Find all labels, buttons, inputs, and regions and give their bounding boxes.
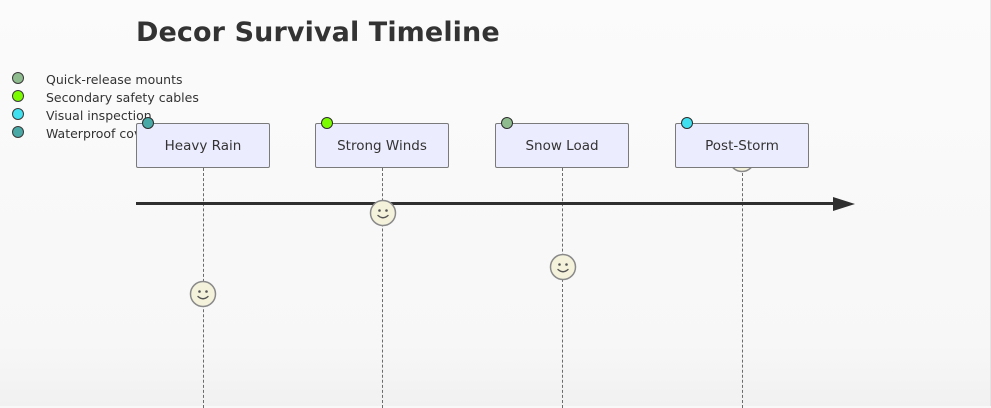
legend-item: Secondary safety cables [11,89,271,107]
event-box: Strong Winds [315,123,449,168]
legend-swatch [12,90,24,102]
legend-label: Quick-release mounts [46,72,183,87]
legend-item: Waterproof covers [11,125,271,143]
legend: Quick-release mounts Secondary safety ca… [11,71,271,143]
legend-item: Visual inspection [11,107,271,125]
legend-label: Visual inspection [46,108,152,123]
timeline-arrowhead [833,197,855,211]
diagram-title: Decor Survival Timeline [136,17,500,48]
event-marker [501,117,513,129]
legend-swatch [12,108,24,120]
lifeline [382,168,383,408]
legend-label: Waterproof covers [46,126,161,141]
lifeline [742,168,743,408]
legend-swatch [12,126,24,138]
timeline-axis [136,202,836,205]
smiley-face-icon [369,199,397,227]
event-box: Heavy Rain [136,123,270,168]
legend-item: Quick-release mounts [11,71,271,89]
event-marker [142,117,154,129]
lifeline [562,168,563,408]
event-marker [681,117,693,129]
smiley-face-icon [189,280,217,308]
event-box: Post-Storm [675,123,809,168]
smiley-face-icon [549,253,577,281]
event-box: Snow Load [495,123,629,168]
event-marker [321,117,333,129]
legend-swatch [12,72,24,84]
legend-label: Secondary safety cables [46,90,199,105]
